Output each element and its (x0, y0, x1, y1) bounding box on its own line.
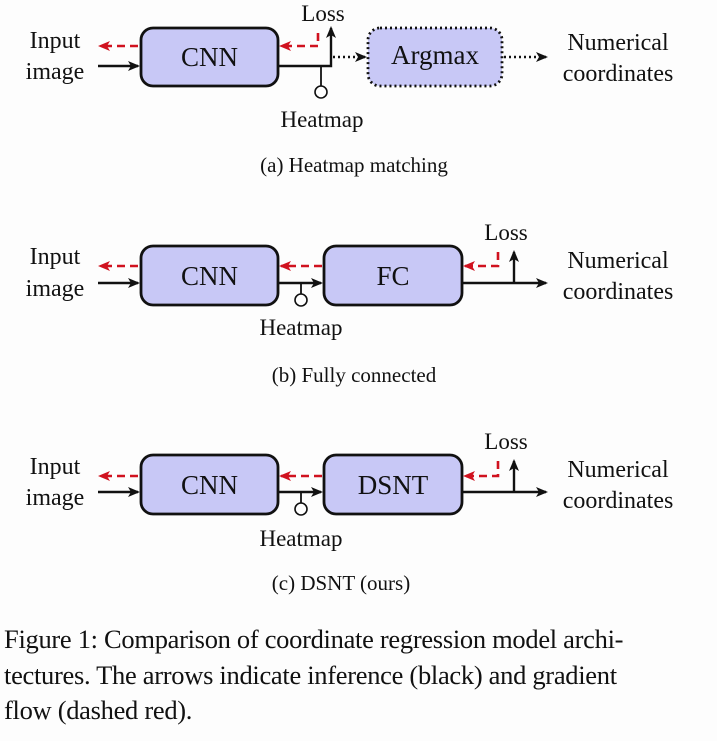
panel-a-output-label-line1: Numerical (567, 30, 669, 56)
panel-c-output-label-line2: coordinates (563, 488, 674, 514)
panel-c-output-label-line1: Numerical (567, 457, 669, 483)
figure-caption-line-3: flow (dashed red). (4, 695, 193, 725)
panel-b-input-label-line2: image (26, 276, 85, 302)
panel-c-input-label-line1: Input (30, 454, 81, 480)
panel-b-gradient-arrow-fc (463, 252, 500, 271)
panel-a-cnn-block (139, 26, 280, 88)
panel-c-dsnt-label: DSNT (358, 470, 429, 500)
panel-c-cnn-label: CNN (181, 470, 238, 500)
panel-b-fc-label: FC (376, 261, 409, 291)
panel-b-cnn-label: CNN (181, 261, 238, 291)
panel-a-loss-arrow (279, 26, 336, 68)
panel-c-dsnt: Input image CNN Heatmap DSNT Loss Numeri… (26, 429, 674, 595)
panel-c-heatmap-label: Heatmap (259, 526, 342, 551)
figure-caption-line-1: Figure 1: Comparison of coordinate regre… (4, 624, 624, 654)
panel-b-output-label-line2: coordinates (563, 279, 674, 305)
panel-a-output-label-line2: coordinates (563, 61, 674, 87)
figure-caption-line-2: tectures. The arrows indicate inference … (4, 659, 617, 690)
panel-b-fc-block (322, 244, 464, 307)
panel-a-cnn-label: CNN (181, 42, 238, 72)
panel-c-loss-label: Loss (484, 429, 528, 454)
panel-b-input-label-line1: Input (30, 244, 81, 270)
panel-b-cnn-block (139, 244, 280, 307)
figure-caption: Figure 1: Comparison of coordinate regre… (4, 622, 716, 729)
panel-a-loss-label: Loss (301, 1, 345, 26)
panel-b-output-label-line1: Numerical (567, 248, 669, 274)
panel-a-heatmap-node-icon (314, 85, 328, 99)
panel-b-fully-connected: Input image CNN Heatmap FC Loss Numerica… (26, 220, 674, 387)
panel-a-heatmap-label: Heatmap (280, 107, 363, 132)
panel-a-heatmap-matching: Input image CNN Loss Heatmap Argmax Nume… (26, 1, 674, 177)
panel-a-argmax-block (366, 26, 504, 88)
panel-b-heatmap-label: Heatmap (259, 315, 342, 340)
panel-c-input-label-line2: image (26, 485, 85, 511)
panel-b-heatmap-node-icon (294, 293, 308, 307)
panel-a-gradient-arrow-cnn (279, 33, 320, 51)
panel-c-gradient-arrow-dsnt (463, 461, 500, 481)
panel-a-argmax-label: Argmax (391, 40, 479, 70)
panel-c-dsnt-block (322, 453, 464, 516)
panel-c-cnn-block (139, 453, 280, 516)
panel-a-input-label-line1: Input (30, 28, 81, 54)
panel-a-input-label-line2: image (26, 59, 85, 85)
panel-b-loss-label: Loss (484, 220, 528, 245)
panel-c-caption: (c) DSNT (ours) (272, 571, 410, 595)
panel-c-heatmap-node-icon (294, 502, 308, 516)
panel-a-caption: (a) Heatmap matching (260, 153, 448, 177)
panel-b-caption: (b) Fully connected (272, 363, 437, 387)
